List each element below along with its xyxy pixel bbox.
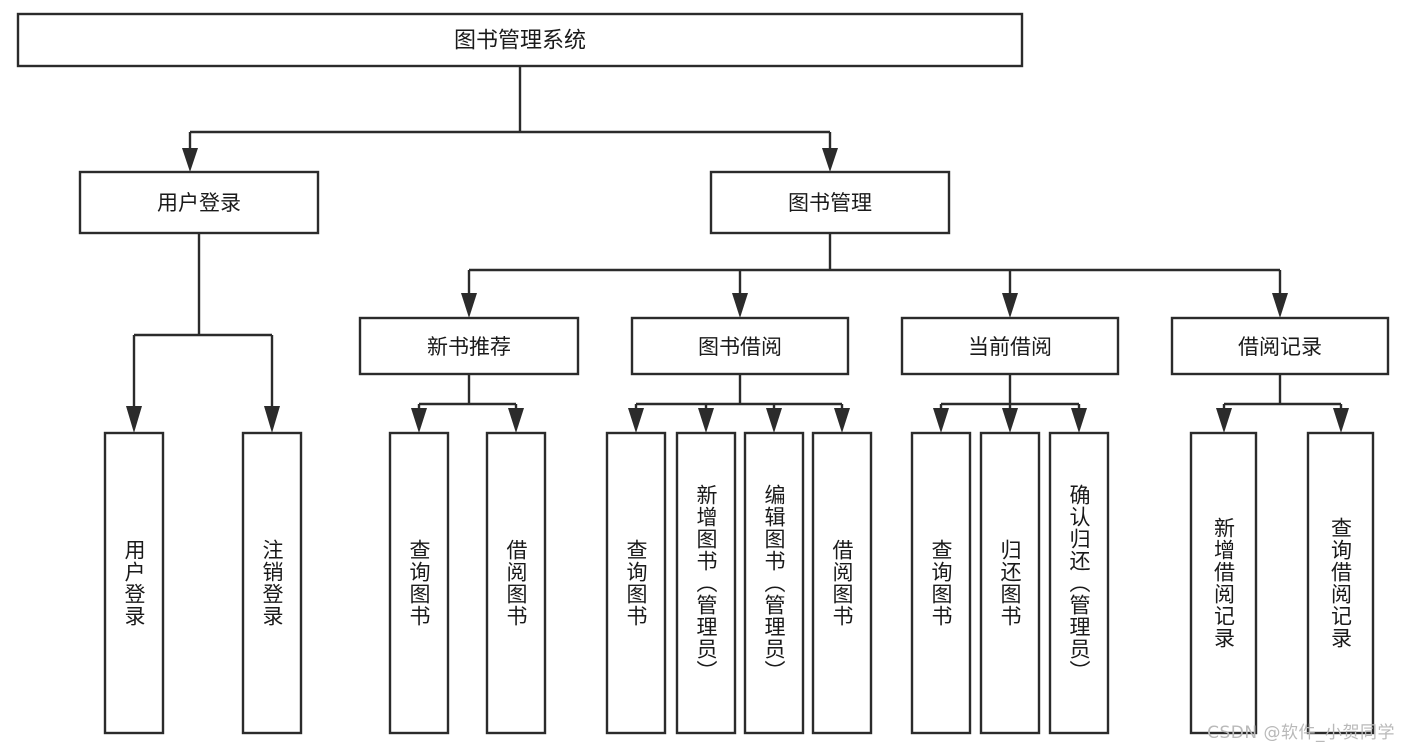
- leaf-box-borrow-book[interactable]: [811, 431, 873, 735]
- node-book-management-box[interactable]: [709, 170, 951, 235]
- leaf-box-borrow-book-rec[interactable]: [485, 431, 547, 735]
- leaf-box-confirm-return-admin[interactable]: [1048, 431, 1110, 735]
- leaf-box-user-login[interactable]: [103, 431, 165, 735]
- arrow-to-book-mgmt: [822, 148, 838, 172]
- leaf-boxes-group: [103, 431, 1375, 735]
- node-book-management-label: 图书管理: [788, 191, 872, 215]
- connectors-group: [126, 66, 1349, 433]
- arrow-leaf-logout: [264, 406, 280, 433]
- node-current-borrow-box[interactable]: [900, 316, 1120, 376]
- arrow-to-user-login: [182, 148, 198, 172]
- arrow-record-leaf-2: [1333, 408, 1349, 433]
- node-new-book-recommend-label: 新书推荐: [427, 335, 511, 359]
- node-root-box[interactable]: [16, 12, 1024, 68]
- arrow-borrow-leaf-2: [698, 408, 714, 433]
- leaf-box-query-book-borrow[interactable]: [605, 431, 667, 735]
- node-new-book-recommend[interactable]: 新书推荐: [358, 316, 580, 376]
- watermark-text: CSDN @软件_小贺同学: [1207, 723, 1395, 743]
- arrow-record-leaf-1: [1216, 408, 1232, 433]
- node-current-borrow-label: 当前借阅: [968, 335, 1052, 359]
- leaf-box-query-book-current[interactable]: [910, 431, 972, 735]
- node-root[interactable]: 图书管理系统: [16, 12, 1024, 68]
- arrow-leaf-user-login: [126, 406, 142, 433]
- leaf-box-add-borrow-record[interactable]: [1189, 431, 1258, 735]
- node-borrow-record-box[interactable]: [1170, 316, 1390, 376]
- node-borrow-record[interactable]: 借阅记录: [1170, 316, 1390, 376]
- arrow-to-borrow-record: [1272, 293, 1288, 318]
- leaf-box-query-book-rec[interactable]: [388, 431, 450, 735]
- arrow-newbook-leaf-1: [411, 408, 427, 433]
- node-book-management[interactable]: 图书管理: [709, 170, 951, 235]
- node-book-borrow-label: 图书借阅: [698, 335, 782, 359]
- node-user-login[interactable]: 用户登录: [78, 170, 320, 235]
- leaf-box-add-book-admin[interactable]: [675, 431, 737, 735]
- node-book-borrow-box[interactable]: [630, 316, 850, 376]
- arrow-borrow-leaf-4: [834, 408, 850, 433]
- arrow-borrow-leaf-1: [628, 408, 644, 433]
- arrow-current-leaf-3: [1071, 408, 1087, 433]
- arrow-to-current-borrow: [1002, 293, 1018, 318]
- leaf-box-query-borrow-record[interactable]: [1306, 431, 1375, 735]
- node-borrow-record-label: 借阅记录: [1238, 335, 1322, 359]
- node-user-login-label: 用户登录: [157, 191, 241, 215]
- node-new-book-recommend-box[interactable]: [358, 316, 580, 376]
- node-root-label: 图书管理系统: [454, 29, 586, 54]
- arrow-to-book-borrow: [732, 293, 748, 318]
- node-book-borrow[interactable]: 图书借阅: [630, 316, 850, 376]
- arrow-newbook-leaf-2: [508, 408, 524, 433]
- leaf-box-return-book[interactable]: [979, 431, 1041, 735]
- leaf-box-edit-book-admin[interactable]: [743, 431, 805, 735]
- arrow-current-leaf-2: [1002, 408, 1018, 433]
- arrow-current-leaf-1: [933, 408, 949, 433]
- arrow-to-new-book-rec: [461, 293, 477, 318]
- node-current-borrow[interactable]: 当前借阅: [900, 316, 1120, 376]
- arrow-borrow-leaf-3: [766, 408, 782, 433]
- leaf-box-logout[interactable]: [241, 431, 303, 735]
- node-user-login-box[interactable]: [78, 170, 320, 235]
